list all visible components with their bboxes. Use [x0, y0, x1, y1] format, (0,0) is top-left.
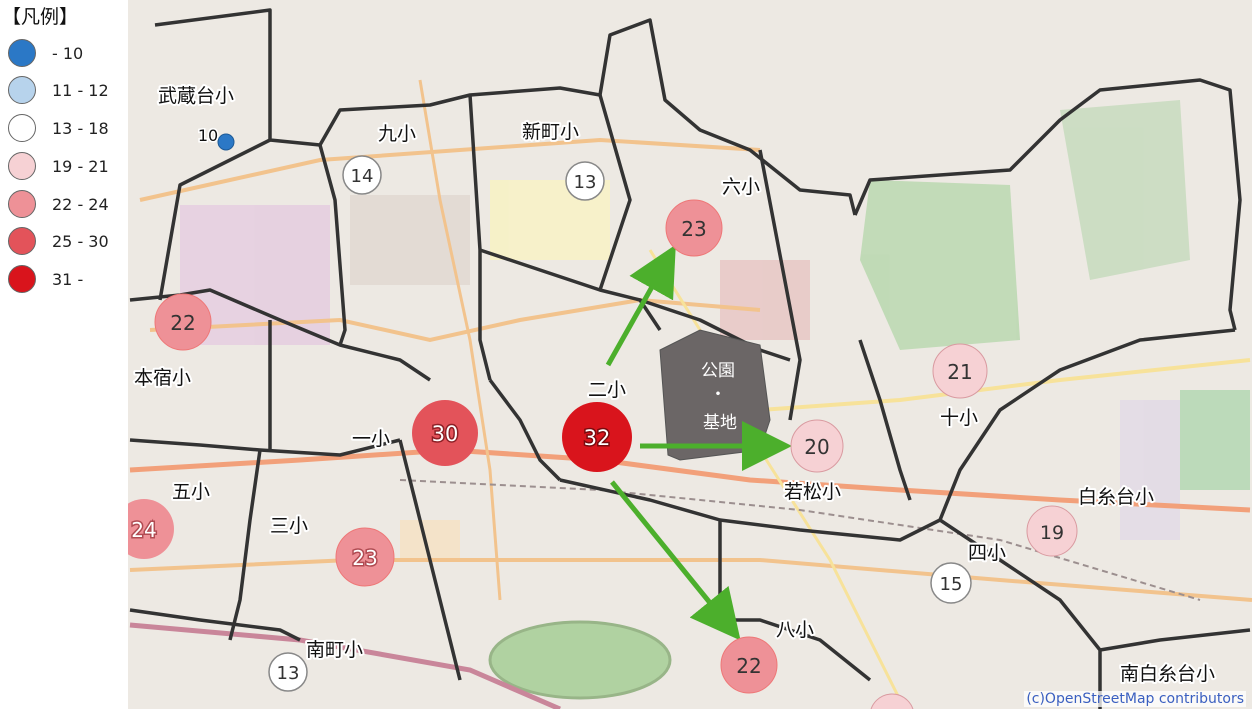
legend-swatch: [8, 39, 36, 67]
count-marker-wakamatsu: 20: [790, 419, 844, 473]
district-label-shinmachi: 新町小: [522, 121, 579, 143]
legend-label: - 10: [52, 43, 84, 63]
legend-label: 13 - 18: [52, 118, 109, 138]
legend-title: 【凡例】: [2, 6, 79, 28]
district-label-minamishiraitodai: 南白糸台小: [1120, 663, 1215, 685]
district-label-shiraitodai: 白糸台小: [1078, 486, 1154, 508]
park-base-label: 基地: [703, 413, 737, 433]
park-base-label: 公園: [701, 361, 735, 381]
map[interactable]: 公園 ・ 基地 武蔵台小 九小 新町小 六小 本宿小 二小 一小 十小 若松小 …: [128, 0, 1252, 709]
legend-item: 22 - 24: [8, 187, 109, 221]
arrow: [610, 480, 741, 641]
legend-item: 13 - 18: [8, 111, 109, 145]
district-label-6: 六小: [722, 176, 760, 198]
legend: 【凡例】 - 10 11 - 12 13 - 18 19 - 21 22 - 2…: [0, 0, 128, 300]
svg-text:23: 23: [681, 217, 706, 241]
legend-label: 19 - 21: [52, 156, 109, 176]
district-label-2: 二小: [588, 379, 626, 401]
count-marker-partial: [870, 693, 914, 709]
count-marker-minamimachi: 13: [268, 652, 308, 692]
svg-text:13: 13: [574, 172, 597, 193]
legend-label: 11 - 12: [52, 80, 109, 100]
count-marker-shinmachi: 13: [565, 161, 605, 201]
district-label-5: 五小: [172, 481, 210, 503]
attribution-link[interactable]: (c)OpenStreetMap contributors: [1024, 691, 1246, 707]
district-boundaries: [129, 8, 1251, 709]
svg-text:19: 19: [1040, 522, 1064, 544]
count-marker-10: 21: [932, 343, 988, 399]
legend-item: 11 - 12: [8, 73, 109, 107]
district-labels: 武蔵台小 九小 新町小 六小 本宿小 二小 一小 十小 若松小 五小 三小 白糸…: [132, 83, 1217, 687]
svg-text:10: 10: [198, 126, 218, 145]
district-label-3: 三小: [270, 515, 308, 537]
district-label-honjuku: 本宿小: [134, 367, 191, 389]
count-marker-shiraitodai: 19: [1026, 505, 1078, 557]
count-marker-4: 15: [930, 562, 972, 604]
svg-text:30: 30: [432, 422, 459, 446]
svg-text:32: 32: [584, 426, 611, 450]
district-label-9: 九小: [378, 123, 416, 145]
count-marker-2: 32: [562, 402, 632, 472]
arrows: [605, 244, 792, 641]
park-base-label: ・: [710, 385, 727, 405]
count-marker-8: 22: [720, 636, 778, 694]
svg-text:14: 14: [351, 166, 374, 187]
count-marker-3: 23: [335, 527, 395, 587]
count-markers: 10 14 13 23 22 32: [128, 125, 1078, 709]
district-label-wakamatsu: 若松小: [784, 481, 841, 503]
district-label-minamimachi: 南町小: [306, 639, 363, 661]
svg-text:23: 23: [352, 546, 377, 570]
legend-label: 22 - 24: [52, 194, 109, 214]
count-marker-musashidai: 10: [196, 125, 235, 151]
count-marker-6: 23: [665, 199, 723, 257]
count-marker-1: 30: [412, 400, 478, 466]
legend-swatch: [8, 190, 36, 218]
count-marker-9: 14: [342, 155, 382, 195]
legend-label: 25 - 30: [52, 231, 109, 251]
count-marker-5: 24: [128, 499, 174, 559]
legend-swatch: [8, 152, 36, 180]
legend-swatch: [8, 76, 36, 104]
count-marker-honjuku: 22: [154, 293, 212, 351]
svg-text:13: 13: [277, 663, 300, 684]
svg-text:15: 15: [940, 574, 963, 595]
district-label-8: 八小: [776, 619, 814, 641]
district-label-1: 一小: [352, 428, 390, 450]
svg-text:21: 21: [947, 360, 972, 384]
svg-text:24: 24: [131, 518, 156, 542]
district-label-4: 四小: [968, 542, 1006, 564]
arrow: [605, 244, 676, 367]
legend-swatch: [8, 227, 36, 255]
legend-swatch: [8, 265, 36, 293]
legend-swatch: [8, 114, 36, 142]
legend-item: - 10: [8, 36, 83, 70]
svg-text:20: 20: [804, 435, 829, 459]
legend-item: 31 -: [8, 262, 83, 296]
district-label-10: 十小: [940, 407, 978, 429]
legend-label: 31 -: [52, 269, 84, 289]
legend-item: 25 - 30: [8, 224, 109, 258]
district-label-musashidai: 武蔵台小: [158, 85, 234, 107]
legend-item: 19 - 21: [8, 149, 109, 183]
svg-text:22: 22: [736, 654, 761, 678]
svg-text:22: 22: [170, 311, 195, 335]
